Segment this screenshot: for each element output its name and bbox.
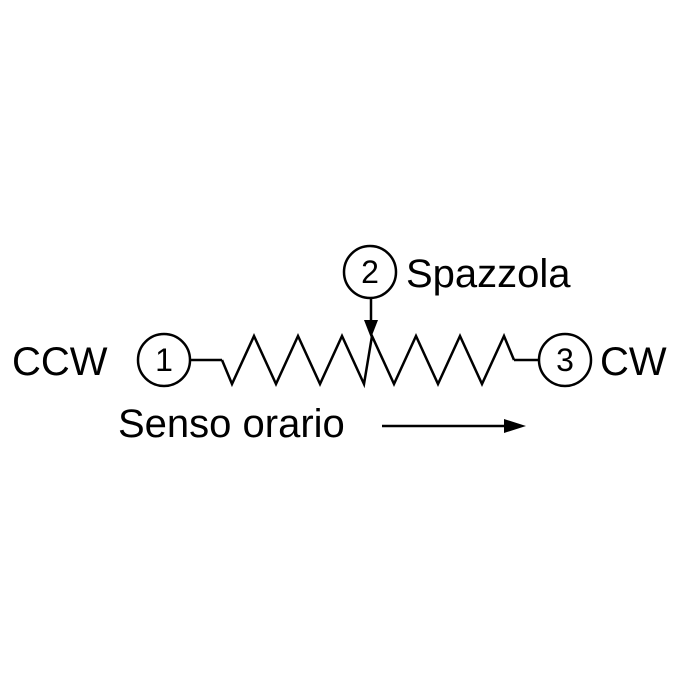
terminal-2: 2 xyxy=(342,244,398,300)
terminal-3: 3 xyxy=(537,332,593,388)
cw-label: CW xyxy=(600,340,667,384)
resistor-element xyxy=(220,331,516,389)
wiper-arrow-icon xyxy=(364,320,378,338)
wiper-label: Spazzola xyxy=(406,252,571,296)
ccw-label: CCW xyxy=(12,340,108,384)
terminal-3-circle xyxy=(537,332,593,388)
terminal-3-number: 3 xyxy=(556,342,574,378)
terminal-1-circle xyxy=(136,332,192,388)
terminal-1: 1 xyxy=(136,332,192,388)
direction-label: Senso orario xyxy=(118,402,345,446)
terminal-2-number: 2 xyxy=(361,254,379,290)
terminal-2-circle xyxy=(342,244,398,300)
terminal-1-number: 1 xyxy=(155,342,173,378)
direction-arrow-icon xyxy=(504,419,526,433)
